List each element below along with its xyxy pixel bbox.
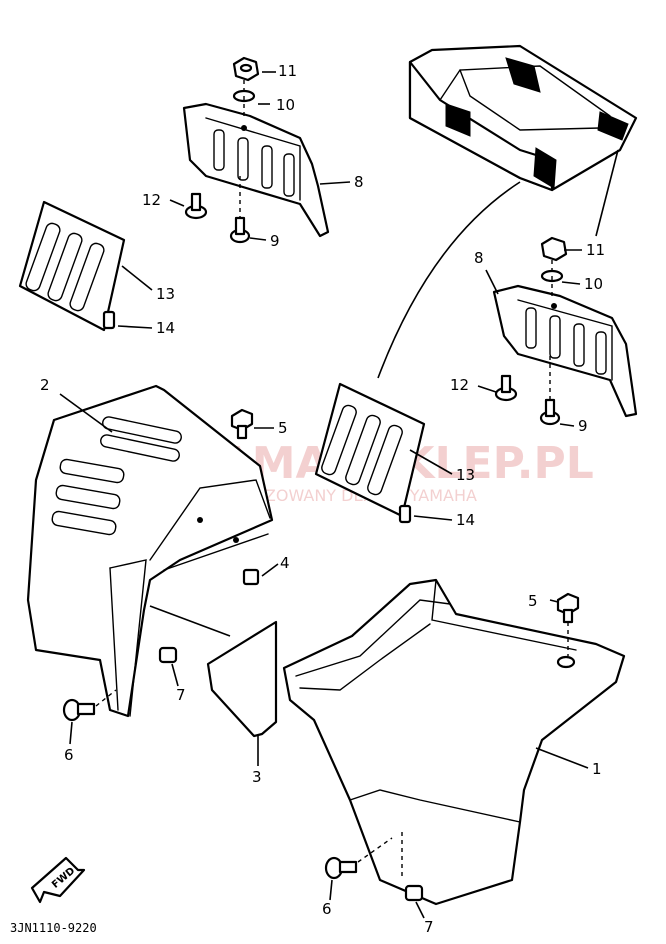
callout-12: 12 bbox=[142, 191, 162, 209]
callout-6: 6 bbox=[64, 746, 74, 764]
callout-10: 10 bbox=[276, 96, 296, 114]
cover-13-upper bbox=[18, 200, 126, 332]
callout-1: 1 bbox=[592, 760, 602, 778]
leader-line bbox=[149, 605, 231, 637]
nut-4 bbox=[242, 568, 260, 586]
seat-base-part bbox=[408, 44, 638, 192]
bolt-9-lower bbox=[539, 398, 561, 426]
emblem-3 bbox=[206, 620, 278, 738]
callout-7: 7 bbox=[424, 918, 434, 936]
callout-11: 11 bbox=[278, 62, 298, 80]
bolt-5-left bbox=[230, 408, 254, 440]
callout-3: 3 bbox=[252, 768, 262, 786]
clip-7-right bbox=[404, 884, 424, 902]
callout-9: 9 bbox=[578, 417, 588, 435]
callout-7: 7 bbox=[176, 686, 186, 704]
nut-11-lower bbox=[540, 236, 568, 262]
bolt-12-upper bbox=[184, 192, 208, 220]
callout-8: 8 bbox=[474, 249, 484, 267]
callout-5: 5 bbox=[278, 419, 288, 437]
callout-6: 6 bbox=[322, 900, 332, 918]
screw-6-right bbox=[324, 856, 358, 880]
callout-10: 10 bbox=[584, 275, 604, 293]
bolt-9-upper bbox=[229, 216, 251, 244]
clip-7-left bbox=[158, 646, 178, 664]
screw-14-upper bbox=[102, 310, 116, 330]
side-cover-1 bbox=[282, 578, 626, 906]
callout-13: 13 bbox=[456, 466, 476, 484]
bolt-12-lower bbox=[494, 374, 518, 402]
callout-9: 9 bbox=[270, 232, 280, 250]
bracket-8-upper bbox=[182, 102, 330, 238]
cover-13-lower bbox=[314, 382, 426, 518]
fwd-arrow-icon: FWD bbox=[30, 856, 86, 904]
bracket-8-lower bbox=[492, 284, 638, 418]
callout-2: 2 bbox=[40, 376, 50, 394]
nut-11-upper bbox=[232, 56, 260, 82]
screw-6-left bbox=[62, 698, 96, 722]
callout-12: 12 bbox=[450, 376, 470, 394]
callout-11: 11 bbox=[586, 241, 606, 259]
bolt-5-right bbox=[556, 592, 580, 624]
screw-14-lower bbox=[398, 504, 412, 524]
diagram-code: 3JN1110-9220 bbox=[10, 921, 97, 935]
callout-14: 14 bbox=[156, 319, 176, 337]
callout-5: 5 bbox=[528, 592, 538, 610]
leader-line bbox=[377, 181, 521, 379]
side-cover-2 bbox=[26, 384, 274, 718]
leader-line bbox=[595, 149, 619, 237]
callout-13: 13 bbox=[156, 285, 176, 303]
callout-14: 14 bbox=[456, 511, 476, 529]
callout-leaders bbox=[59, 71, 589, 919]
callout-8: 8 bbox=[354, 173, 364, 191]
callout-4: 4 bbox=[280, 554, 290, 572]
